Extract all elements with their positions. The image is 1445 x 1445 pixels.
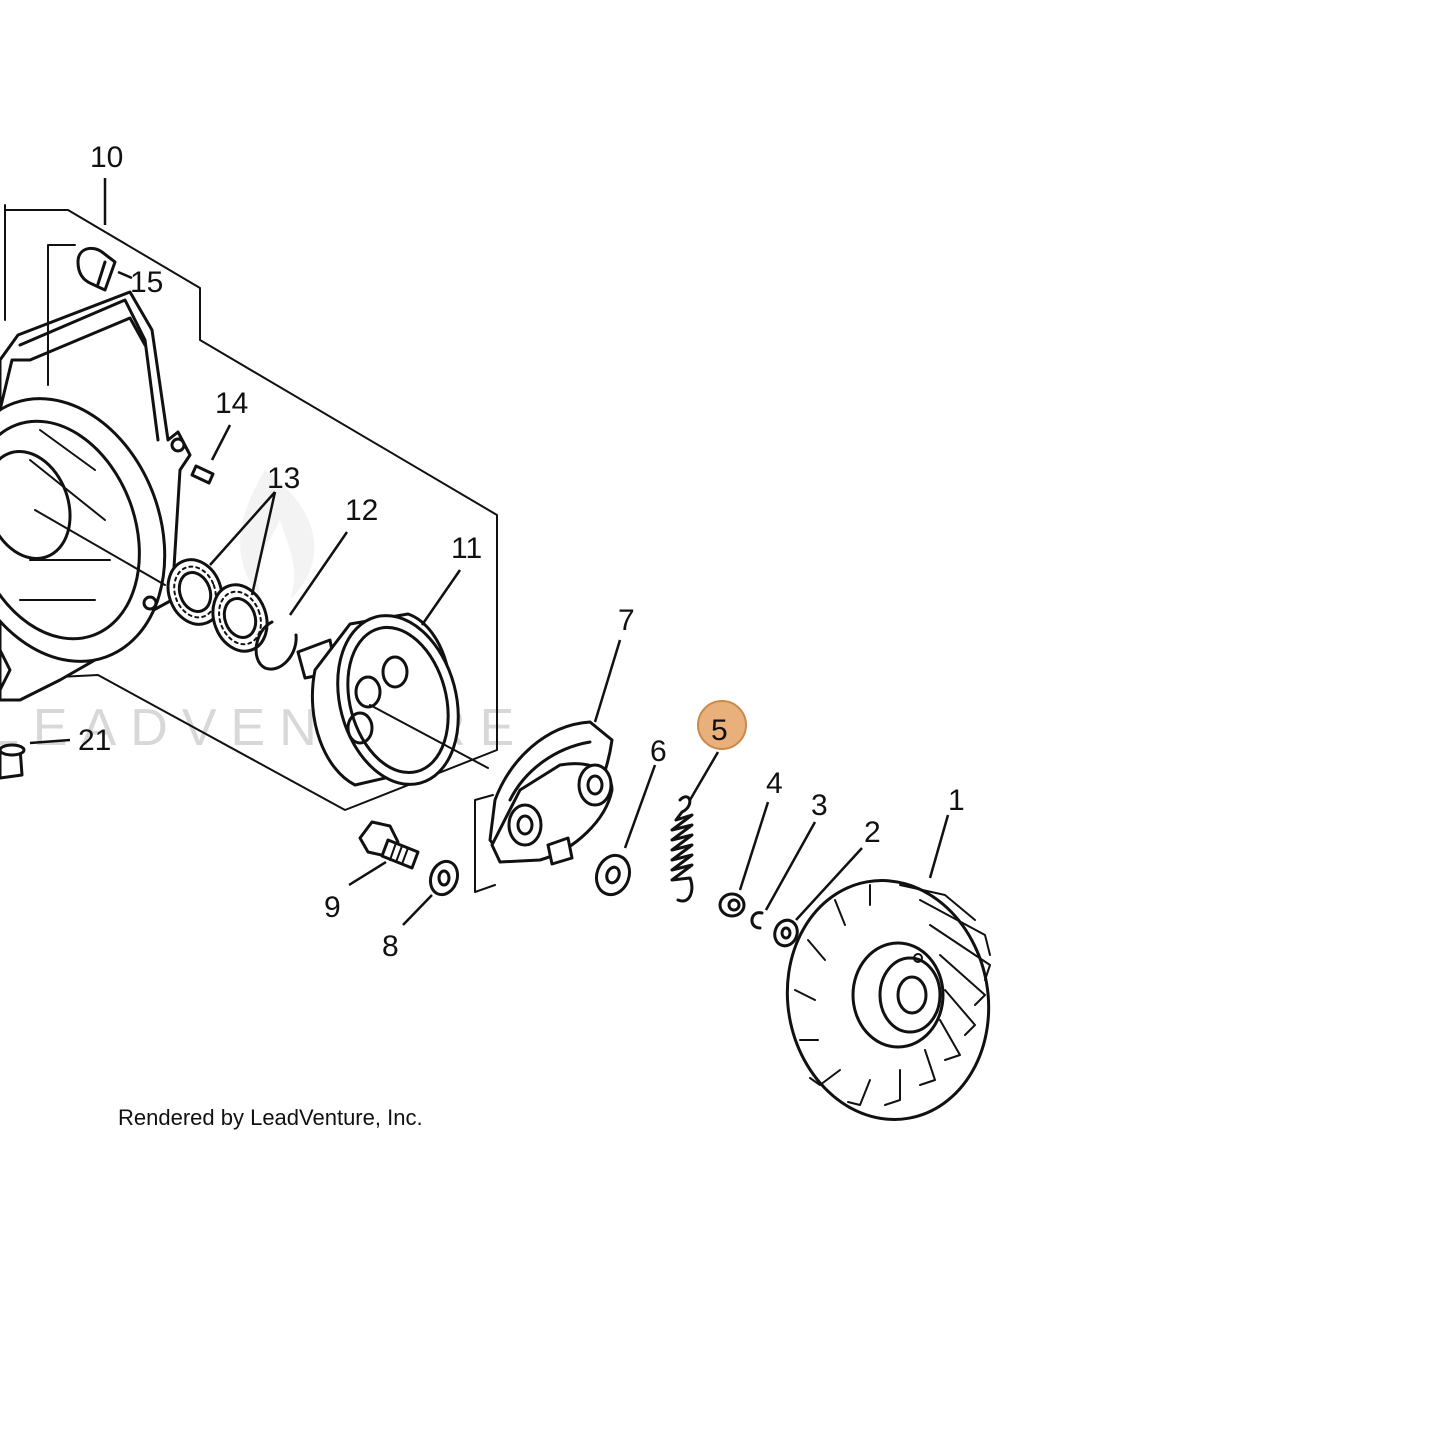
- part-15-cap: [76, 246, 117, 292]
- part-3-lock-washer: [750, 911, 764, 930]
- part-4-nut: [718, 892, 746, 918]
- callout-13: 13: [267, 462, 300, 495]
- axis-line: [34, 509, 489, 769]
- clutch-bracket: [474, 794, 496, 893]
- callout-11: 11: [451, 532, 482, 565]
- callout-7: 7: [618, 604, 635, 637]
- callout-9: 9: [324, 891, 341, 924]
- callout-4: 4: [766, 767, 783, 800]
- part-13-bearing-a: [166, 558, 224, 626]
- callout-3: 3: [811, 789, 828, 822]
- callout-2: 2: [864, 816, 881, 849]
- assembly-outline: [0, 204, 498, 811]
- callout-labels: 10 15 14 13 12 11 7 5 6 4 3 2 1 9 8 21: [78, 141, 965, 963]
- part-9-bolt: [358, 820, 420, 870]
- leader-lines: [29, 178, 950, 926]
- callout-1: 1: [948, 784, 965, 817]
- callout-5: 5: [711, 714, 728, 747]
- callout-14: 14: [215, 387, 248, 420]
- part-7-clutch-shoes: [488, 720, 614, 866]
- part-2-washer: [773, 918, 799, 948]
- part-8-washer: [428, 859, 460, 897]
- callout-8: 8: [382, 930, 399, 963]
- callout-15: 15: [130, 266, 163, 299]
- part-1-flywheel: [785, 879, 991, 1121]
- callout-10: 10: [90, 141, 123, 174]
- part-14-pin: [190, 464, 215, 485]
- part-6-washer: [594, 853, 632, 897]
- part-21-sleeve: [0, 743, 26, 780]
- callout-6: 6: [650, 735, 667, 768]
- credit-text: Rendered by LeadVenture, Inc.: [118, 1105, 423, 1130]
- part-13-bearing-b: [211, 583, 269, 653]
- part-5-spring: [670, 795, 694, 903]
- callout-5-highlight: [697, 700, 747, 750]
- clutch-cover: [0, 209, 192, 702]
- callout-21: 21: [78, 724, 111, 757]
- part-12-snap-ring: [254, 620, 298, 671]
- callout-12: 12: [345, 494, 378, 527]
- part-11-clutch-drum: [296, 612, 460, 787]
